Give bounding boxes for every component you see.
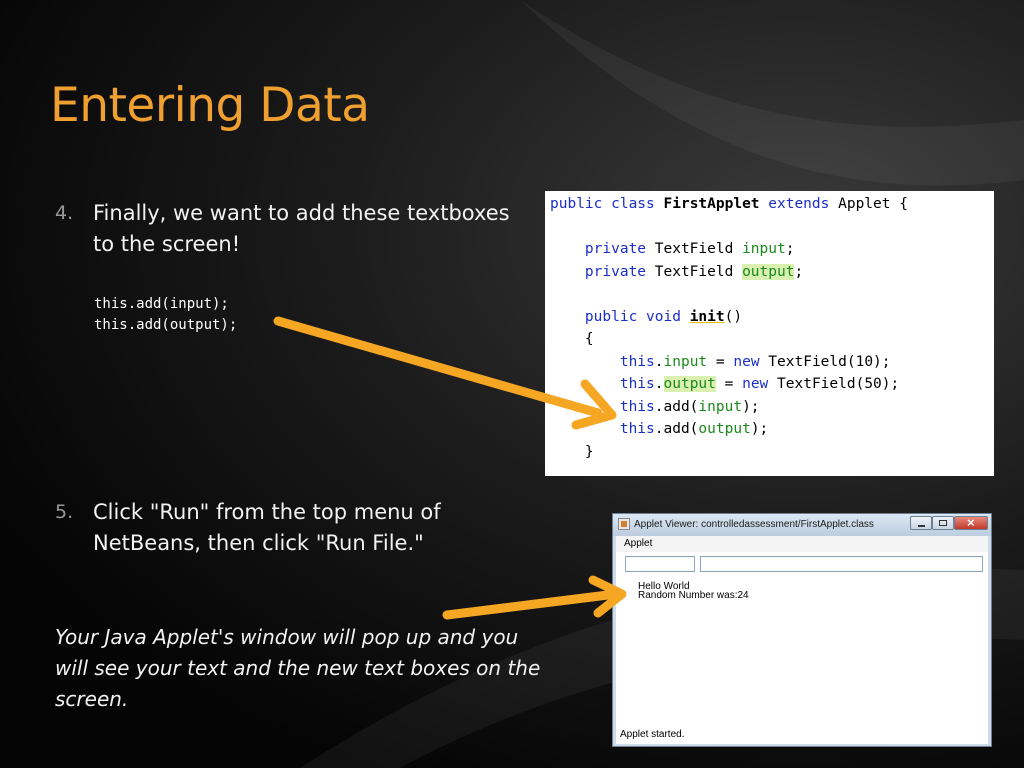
arrow-right-icon xyxy=(442,575,627,620)
menu-applet[interactable]: Applet xyxy=(624,538,653,549)
close-icon[interactable] xyxy=(954,515,988,530)
output-textfield[interactable] xyxy=(700,556,983,572)
step-5: 5. Click "Run" from the top menu of NetB… xyxy=(55,497,535,559)
applet-body: Hello World Random Number was:24 Applet … xyxy=(616,552,988,744)
step-number: 5. xyxy=(55,501,74,523)
window-title: Applet Viewer: controlledassessment/Firs… xyxy=(634,519,874,530)
applet-menubar: Applet xyxy=(616,536,988,553)
slide-title: Entering Data xyxy=(50,78,370,133)
maximize-icon[interactable] xyxy=(932,516,954,530)
snippet-line: this.add(output); xyxy=(94,317,238,333)
input-textfield[interactable] xyxy=(625,556,695,572)
applet-viewer-window: Applet Viewer: controlledassessment/Firs… xyxy=(612,513,992,747)
java-app-icon xyxy=(618,518,630,530)
status-text: Applet started. xyxy=(620,729,685,740)
note-text: Your Java Applet's window will pop up an… xyxy=(55,625,541,711)
minimize-icon[interactable] xyxy=(910,516,932,530)
output-line: Hello World xyxy=(638,581,690,592)
code-screenshot: public class FirstApplet extends Applet … xyxy=(545,191,994,476)
output-line: Random Number was:24 xyxy=(638,590,749,601)
code-snippet: this.add(input); this.add(output); xyxy=(94,294,237,336)
step-number: 4. xyxy=(55,202,74,224)
step-text: Finally, we want to add these textboxes … xyxy=(93,201,510,256)
step-4: 4. Finally, we want to add these textbox… xyxy=(55,198,535,260)
window-titlebar[interactable]: Applet Viewer: controlledassessment/Firs… xyxy=(613,514,991,536)
step-text: Click "Run" from the top menu of NetBean… xyxy=(93,500,441,555)
snippet-line: this.add(input); xyxy=(94,296,229,312)
